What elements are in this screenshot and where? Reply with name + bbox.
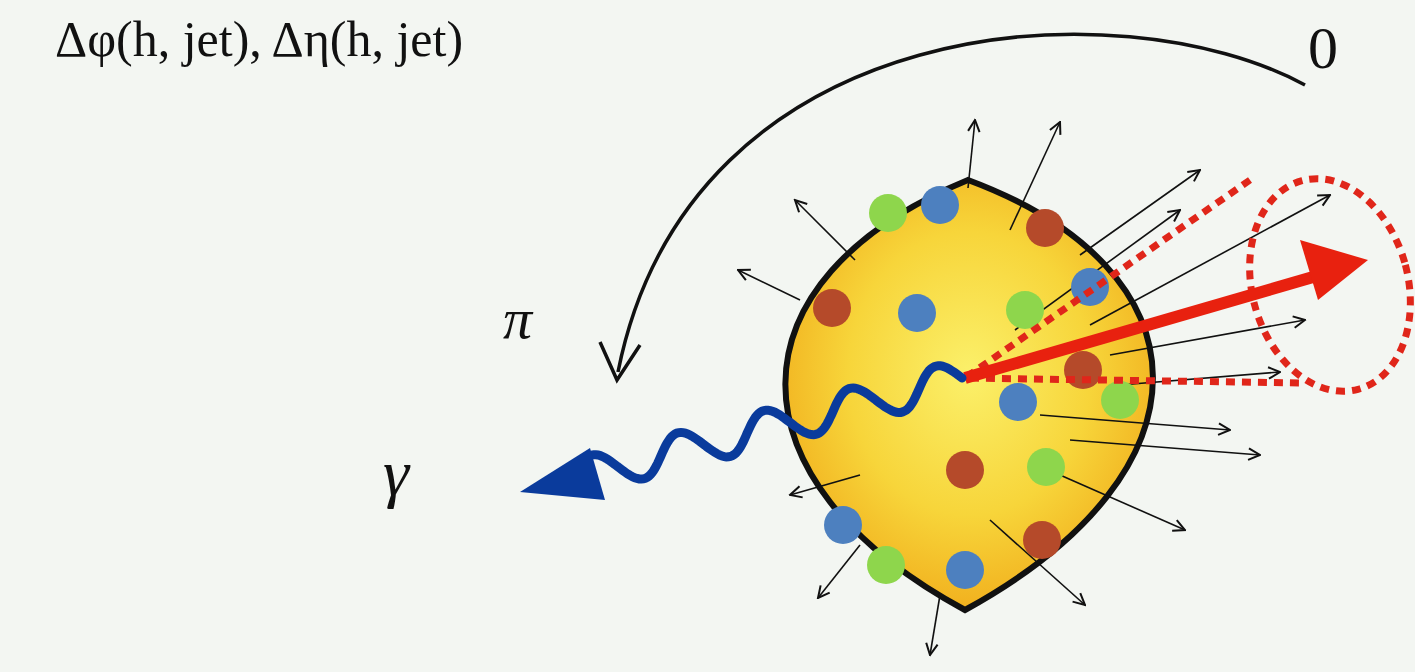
photon-symbol: γ xyxy=(383,440,409,506)
photon-arrowhead xyxy=(520,448,605,500)
angle-curve-head xyxy=(600,342,640,380)
angle-pi: π xyxy=(503,290,532,348)
angle-zero: 0 xyxy=(1308,18,1338,78)
photon-wave xyxy=(575,366,962,479)
jet-cone xyxy=(965,160,1415,409)
jet-arrow xyxy=(965,240,1368,378)
angle-curve xyxy=(618,34,1305,372)
flow-arrows xyxy=(738,120,1330,655)
correlation-label: Δφ(h, jet), Δη(h, jet) xyxy=(55,14,463,64)
